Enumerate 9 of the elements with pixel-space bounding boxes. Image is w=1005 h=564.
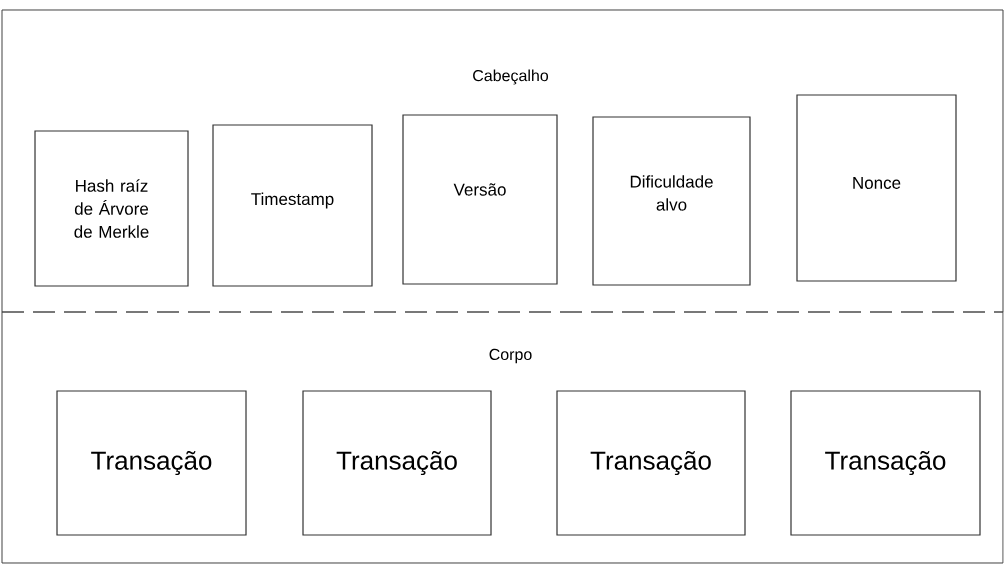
field-box: Transação (790, 390, 981, 536)
field-box: Transação (302, 390, 492, 536)
field-box: Versão (402, 114, 558, 285)
field-box: Transação (556, 390, 746, 536)
field-box: Timestamp (212, 124, 373, 287)
field-box: Nonce (796, 94, 957, 282)
field-box: Hash raíz de Árvore de Merkle (34, 130, 189, 287)
field-box: Transação (56, 390, 247, 536)
field-box: Dificuldade alvo (592, 116, 751, 286)
